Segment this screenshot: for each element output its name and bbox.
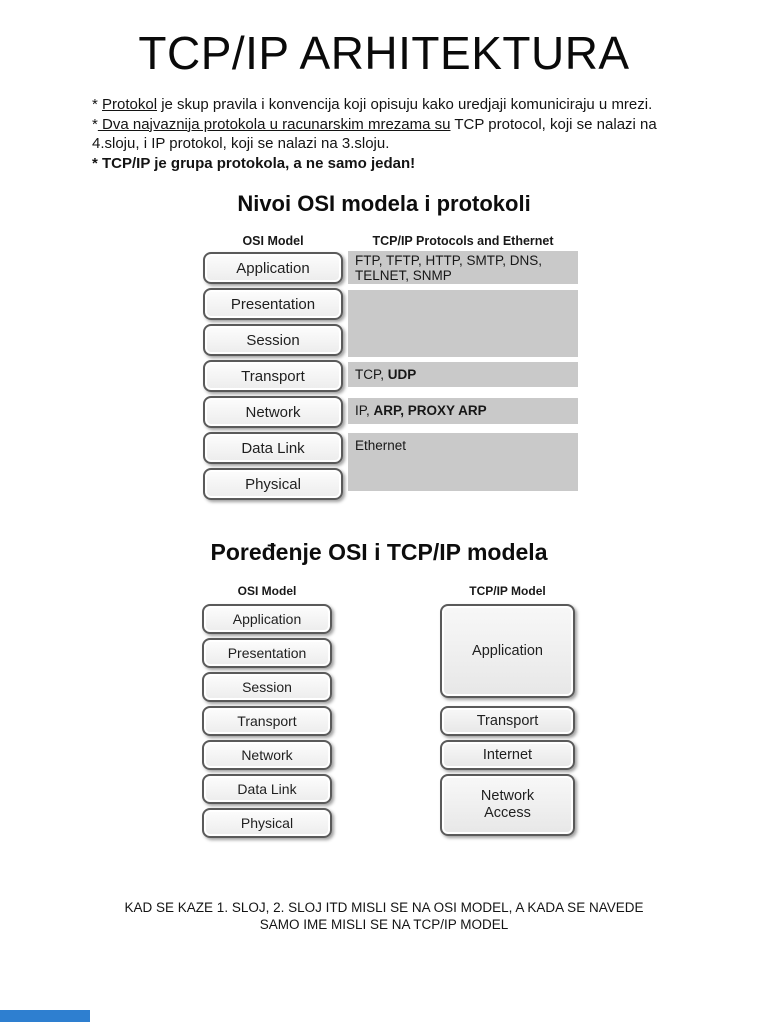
- intro-line-3: 4.sloju, i IP protokol, koji se nalazi n…: [92, 135, 390, 152]
- osi2-layer-application: Application: [202, 604, 332, 634]
- osi-layer-transport: Transport: [203, 360, 343, 392]
- protocols-bar-application: FTP, TFTP, HTTP, SMTP, DNS, TELNET, SNMP: [348, 251, 578, 284]
- underlined-term: Protokol: [102, 96, 158, 113]
- intro-line-2: * Dva najvaznija protokola u racunarskim…: [92, 115, 712, 135]
- osi2-layer-presentation: Presentation: [202, 638, 332, 668]
- intro-line-4: * TCP/IP je grupa protokola, a ne samo j…: [92, 154, 416, 172]
- osi-layer-network: Network: [203, 396, 343, 428]
- application-protocols-line1: FTP, TFTP, HTTP, SMTP, DNS,: [355, 253, 543, 268]
- osi-layer-datalink: Data Link: [203, 432, 343, 464]
- bullet: *: [92, 96, 103, 113]
- page-loading-indicator: [0, 1010, 90, 1022]
- transport-protocols-bold: UDP: [387, 367, 417, 382]
- network-protocols: IP,: [355, 403, 374, 418]
- osi2-layer-physical: Physical: [202, 808, 332, 838]
- diagram1-protocols-header: TCP/IP Protocols and Ethernet: [372, 234, 554, 248]
- datalink-protocol: Ethernet: [355, 438, 407, 453]
- osi2-layer-network: Network: [202, 740, 332, 770]
- transport-protocols: TCP,: [355, 367, 388, 382]
- osi-layer-application: Application: [203, 252, 343, 284]
- protocols-bar-network: IP, ARP, PROXY ARP: [348, 398, 578, 424]
- underlined-phrase: Dva najvaznija protokola u racunarskim m…: [97, 115, 451, 133]
- application-protocols-line2: TELNET, SNMP: [355, 268, 452, 283]
- network-protocols-bold: ARP, PROXY ARP: [373, 403, 487, 418]
- osi-layer-session: Session: [203, 324, 343, 356]
- protocols-bar-presentation-session: [348, 290, 578, 357]
- tcpip-layer-internet: Internet: [440, 740, 575, 770]
- footer-note-line2: SAMO IME MISLI SE NA TCP/IP MODEL: [259, 917, 509, 932]
- osi2-layer-datalink: Data Link: [202, 774, 332, 804]
- osi2-layer-transport: Transport: [202, 706, 332, 736]
- intro-line-1: * Protokol je skup pravila i konvencija …: [92, 95, 712, 115]
- bullet: *: [92, 115, 98, 133]
- tcpip-layer-transport: Transport: [440, 706, 575, 736]
- osi-layer-presentation: Presentation: [203, 288, 343, 320]
- osi2-layer-session: Session: [202, 672, 332, 702]
- intro-text: * Protokol je skup pravila i konvencija …: [92, 95, 712, 173]
- diagram2-osi-model-header: OSI Model: [237, 584, 297, 598]
- diagram2-title: Poređenje OSI i TCP/IP modela: [210, 539, 548, 565]
- intro-line-2-rest: TCP protocol, koji se nalazi na: [450, 115, 657, 133]
- protocols-bar-datalink-physical: Ethernet: [348, 433, 578, 491]
- osi-layer-physical: Physical: [203, 468, 343, 500]
- footer-note-line1: KAD SE KAZE 1. SLOJ, 2. SLOJ ITD MISLI S…: [124, 900, 644, 915]
- diagram1-osi-model-header: OSI Model: [242, 234, 304, 248]
- page-title: TCP/IP ARHITEKTURA: [138, 27, 630, 79]
- protocols-bar-transport: TCP, UDP: [348, 362, 578, 387]
- tcpip-layer-application: Application: [440, 604, 575, 698]
- intro-line-1-rest: je skup pravila i konvencija koji opisuj…: [157, 96, 653, 113]
- network-access-label: Network Access: [480, 788, 535, 821]
- diagram1-title: Nivoi OSI modela i protokoli: [237, 191, 531, 216]
- diagram2-tcpip-model-header: TCP/IP Model: [469, 584, 546, 598]
- tcpip-layer-network-access: Network Access: [440, 774, 575, 836]
- footer-note: KAD SE KAZE 1. SLOJ, 2. SLOJ ITD MISLI S…: [0, 899, 768, 933]
